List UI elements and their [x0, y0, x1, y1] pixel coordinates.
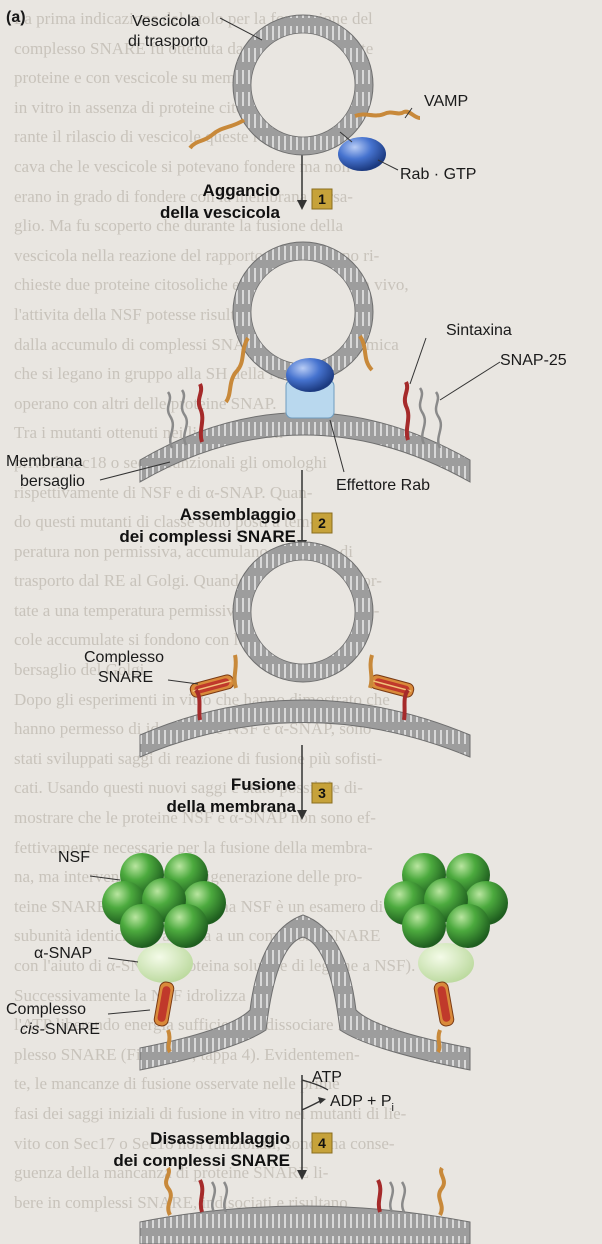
step1-title: Aggancio della vescicola	[160, 181, 281, 222]
label-adp-main: ADP + P	[330, 1093, 392, 1110]
asnap-right	[418, 943, 474, 983]
label-asnap: α-SNAP	[34, 945, 92, 962]
step3-title-1: Fusione	[231, 775, 296, 794]
label-adp-sub: i	[392, 1102, 394, 1114]
vamp-left	[190, 120, 244, 148]
label-complesso-2: SNARE	[98, 669, 153, 686]
panel-label: (a)	[6, 9, 26, 26]
label-membrana: Membrana bersaglio	[6, 453, 85, 490]
step4-number: 4	[318, 1135, 326, 1151]
label-snap25: SNAP-25	[500, 352, 567, 369]
rab-docked	[286, 358, 334, 392]
label-vescicola-2: di trasporto	[128, 33, 208, 50]
stage-disassembly	[140, 1168, 470, 1244]
label-cis-1: Complesso	[6, 1001, 86, 1018]
label-nsf: NSF	[58, 849, 90, 866]
stage-trans-snare	[140, 542, 470, 757]
label-vamp: VAMP	[424, 93, 468, 110]
stage-docking	[190, 15, 420, 171]
label-sintaxina: Sintaxina	[446, 322, 512, 339]
label-membrana-2: bersaglio	[20, 473, 85, 490]
stage-assembly	[100, 242, 500, 482]
target-membrane-2	[140, 413, 470, 483]
step1-title-1: Aggancio	[203, 181, 280, 200]
asnap-left	[137, 943, 193, 983]
label-rab-gtp: Rab · GTP	[400, 166, 476, 183]
step2-title-1: Assemblaggio	[180, 505, 296, 524]
step4-title-1: Disassemblaggio	[150, 1129, 290, 1148]
step4-title-2: dei complessi SNARE	[113, 1151, 290, 1170]
label-atp: ATP	[312, 1069, 342, 1086]
step4-title: Disassemblaggio dei complessi SNARE	[113, 1129, 290, 1170]
step2-title-2: dei complessi SNARE	[119, 527, 296, 546]
label-cis-snare: Complesso cis-SNARE	[6, 1001, 100, 1038]
step3-number: 3	[318, 785, 326, 801]
label-effettore: Effettore Rab	[336, 477, 430, 494]
label-cis-3: -SNARE	[40, 1021, 100, 1038]
nsf-right	[384, 853, 508, 1052]
label-complesso-1: Complesso	[84, 649, 164, 666]
step1-title-2: della vescicola	[160, 203, 281, 222]
label-vescicola-1: Vescicola	[132, 13, 200, 30]
label-cis-2: cis	[20, 1021, 40, 1038]
rab-gtp-protein	[338, 137, 386, 171]
label-membrana-1: Membrana	[6, 453, 83, 470]
label-vescicola: Vescicola di trasporto	[128, 13, 208, 50]
step3-title-2: della membrana	[167, 797, 297, 816]
step3-title: Fusione della membrana	[167, 775, 297, 816]
step1-number: 1	[318, 191, 326, 207]
step2-title: Assemblaggio dei complessi SNARE	[119, 505, 296, 546]
stage-fusion	[90, 853, 508, 1070]
label-adp: ADP + Pi	[330, 1093, 394, 1114]
nsf-left	[102, 853, 226, 1052]
step2-number: 2	[318, 515, 326, 531]
